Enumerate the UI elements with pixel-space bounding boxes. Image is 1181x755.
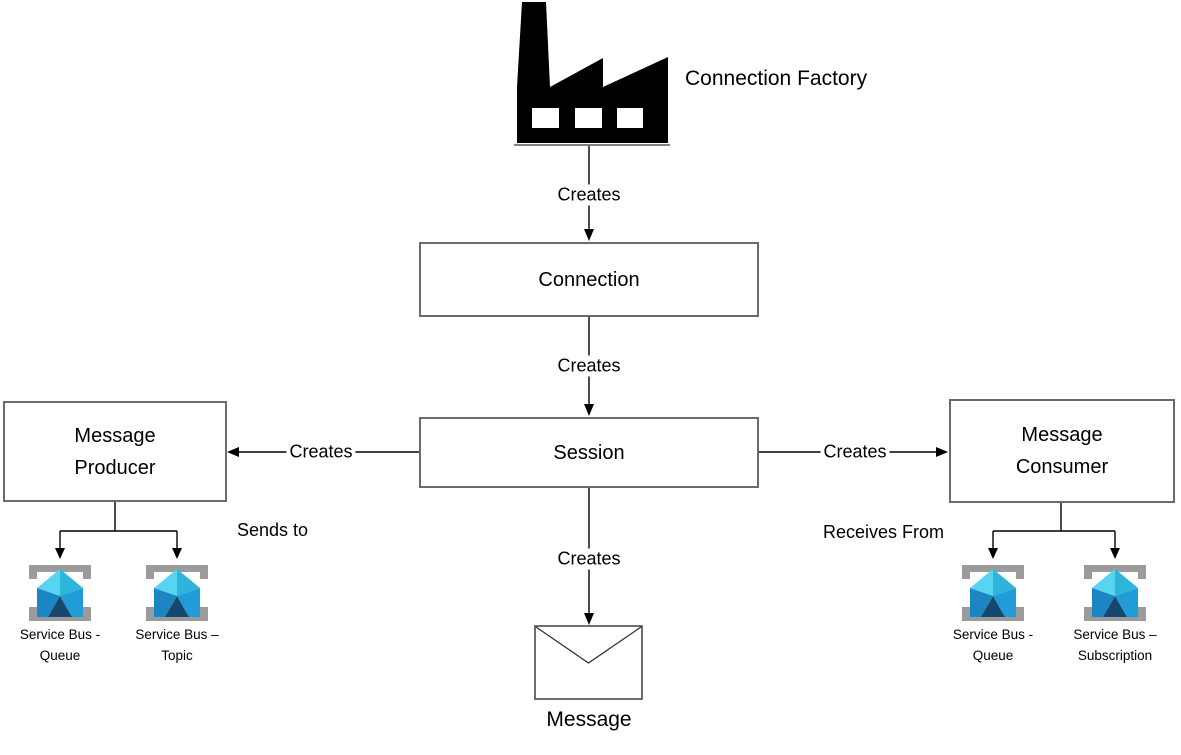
service-bus-subscription-icon (1084, 565, 1146, 621)
edge-label-session-creates-producer: Creates (286, 441, 356, 463)
edge-label-session-creates-consumer: Creates (820, 441, 890, 463)
connection-factory-label: Connection Factory (685, 67, 868, 90)
producer-topic-label: Service Bus – Topic (135, 627, 219, 663)
message-producer-label: Message Producer (74, 424, 156, 479)
message-label: Message (546, 708, 632, 731)
edge-label-session-creates-message: Creates (554, 548, 624, 570)
node-connection: Connection (419, 242, 759, 317)
consumer-subscription-label: Service Bus – Subscription (1073, 627, 1157, 663)
consumer-tree-lines (992, 503, 1116, 548)
producer-queue-label: Service Bus - Queue (19, 627, 101, 663)
service-bus-queue-icon (962, 565, 1024, 621)
consumer-queue-label: Service Bus - Queue (952, 627, 1034, 663)
service-bus-queue-icon (29, 565, 91, 621)
message-envelope-icon (534, 625, 643, 700)
node-message-consumer: Message Consumer (949, 399, 1175, 503)
sends-to-label: Sends to (237, 520, 309, 540)
node-session: Session (419, 417, 759, 488)
factory-icon (514, 2, 670, 146)
message-consumer-label: Message Consumer (1015, 424, 1109, 478)
service-bus-topic-icon (146, 565, 208, 621)
node-message-producer: Message Producer (3, 401, 227, 502)
receives-from-label: Receives From (823, 522, 945, 542)
edge-label-connection-creates: Creates (554, 355, 624, 377)
connection-label: Connection (538, 268, 640, 291)
session-label: Session (553, 441, 625, 464)
edge-label-factory-creates: Creates (554, 184, 624, 206)
producer-tree-lines (59, 502, 178, 548)
